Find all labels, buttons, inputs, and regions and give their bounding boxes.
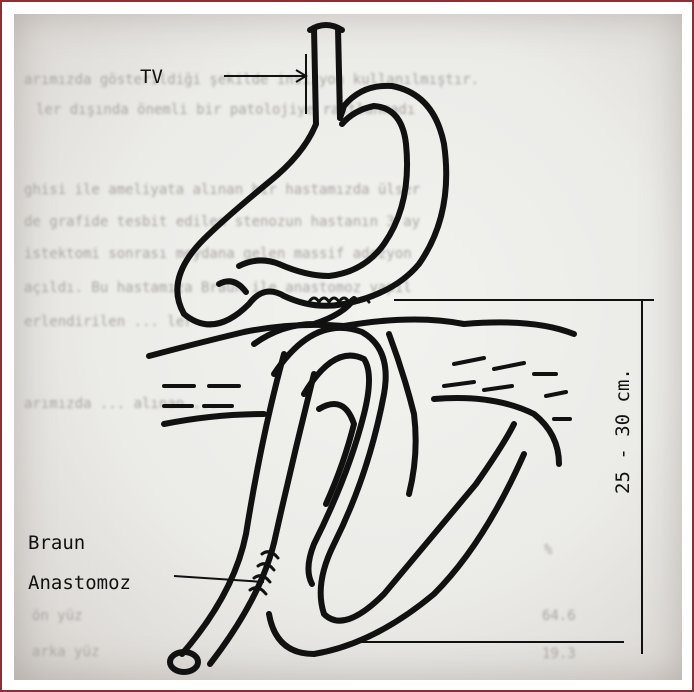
esophagus-left-wall [314,28,316,124]
bottom-loop [269,454,524,654]
stomach-lesser-curve [239,106,407,276]
jejunum-loop-inner [304,356,369,584]
bowel-cut-end [170,652,198,672]
esophagus-right-wall [338,28,340,118]
gastric-suture-line [309,298,369,302]
anastomoz-pointer [174,576,264,582]
stomach-outline [177,86,446,325]
length-label: 25 - 30 cm. [612,368,634,494]
tv-label: TV [140,66,163,88]
scanned-page-photo: arımızda gösterildiği şekilde insizyon k… [14,14,682,680]
esophagus-top [310,25,342,30]
colon-lower [164,414,264,424]
pylorus [219,281,246,292]
efferent-limb [389,334,416,494]
anastomoz-label: Anastomoz [28,572,131,594]
descending-limb-left [182,354,284,654]
braun-label: Braun [28,532,85,554]
